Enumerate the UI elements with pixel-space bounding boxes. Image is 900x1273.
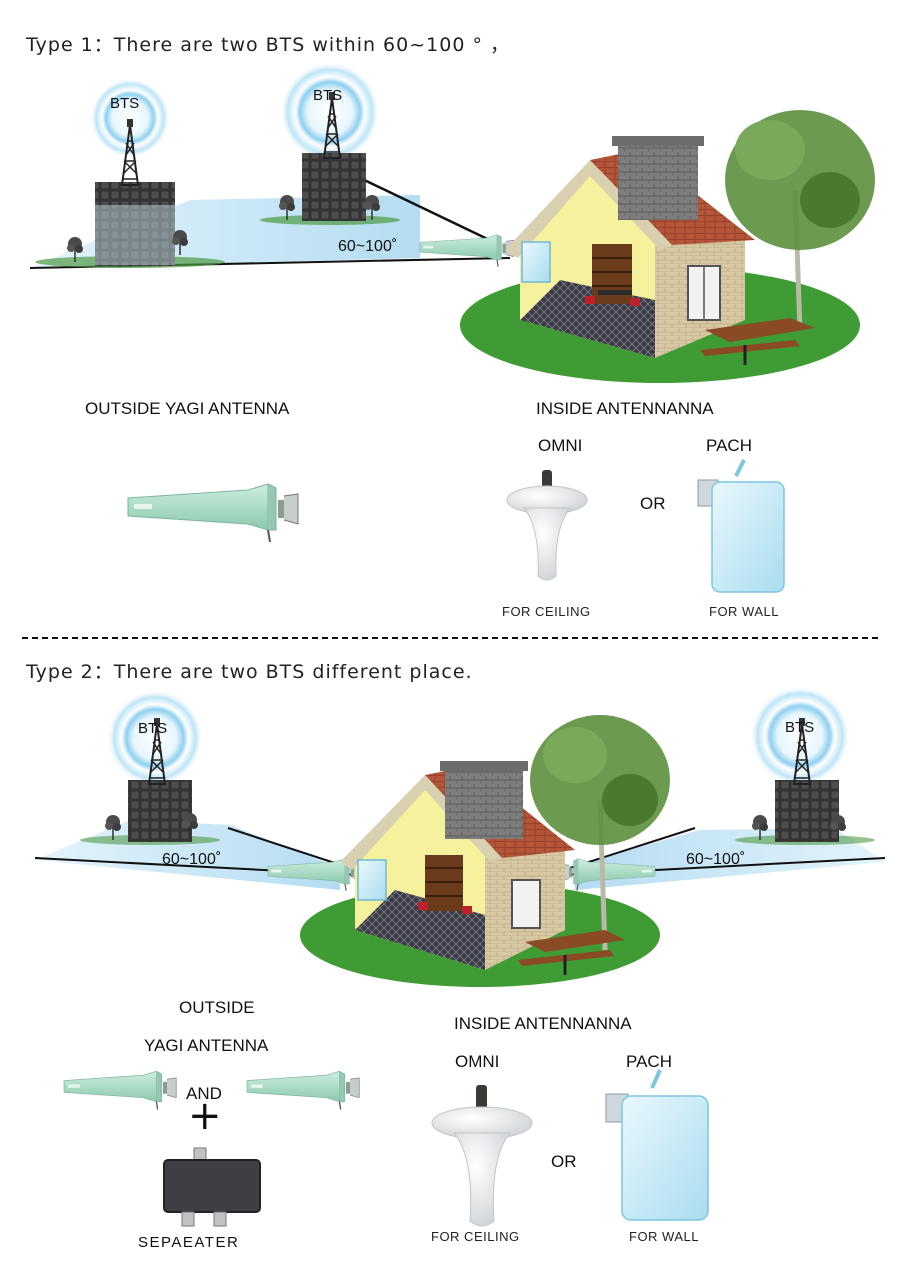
type2-yagi-antenna-left xyxy=(63,1070,177,1111)
type2-or-label: OR xyxy=(551,1152,577,1171)
house-illustration xyxy=(460,110,875,383)
type2-outside-label-line1: OUTSIDE xyxy=(179,998,255,1017)
type1-heading: Type 1：There are two BTS within 60~100 °… xyxy=(26,34,511,56)
separator-caption: SEPAEATER xyxy=(138,1234,240,1251)
plus-symbol: + xyxy=(188,1093,222,1139)
type2-wall-caption: FOR WALL xyxy=(629,1229,699,1244)
type1-patch-antenna xyxy=(697,459,785,593)
type1-or-label: OR xyxy=(640,494,666,513)
type2-omni-label: OMNI xyxy=(455,1052,500,1071)
type2-patch-antenna xyxy=(605,1069,709,1221)
type1-scene xyxy=(29,62,875,383)
type2-yagi-antenna-right xyxy=(246,1070,360,1111)
type1-wall-caption: FOR WALL xyxy=(709,604,779,619)
type2-omni-antenna xyxy=(431,1085,533,1227)
type1-ceiling-caption: FOR CEILING xyxy=(502,604,591,619)
type1-outside-label: OUTSIDE YAGI ANTENNA xyxy=(85,399,290,418)
type1-bts-label-left: BTS xyxy=(110,95,140,112)
section-divider xyxy=(22,637,878,639)
separator-device xyxy=(163,1147,261,1227)
type1-pach-label: PACH xyxy=(706,436,752,455)
house-illustration-2 xyxy=(300,715,670,987)
type1-bts-label-right: BTS xyxy=(313,87,343,104)
type2-pach-label: PACH xyxy=(626,1052,672,1071)
type1-yagi-antenna xyxy=(127,483,299,543)
type2-and-label: AND xyxy=(186,1084,222,1103)
type1-inside-label: INSIDE ANTENNANNA xyxy=(536,399,714,418)
type2-heading: Type 2：There are two BTS different place… xyxy=(26,661,473,683)
type2-bts-label-left: BTS xyxy=(138,720,168,737)
type2-outside-label-line2: YAGI ANTENNA xyxy=(144,1036,269,1055)
type1-omni-antenna xyxy=(506,470,588,581)
type2-angle-label-left: 60~100˚ xyxy=(162,851,222,868)
type1-angle-label: 60~100˚ xyxy=(338,238,398,255)
type2-scene xyxy=(34,686,886,987)
type2-ceiling-caption: FOR CEILING xyxy=(431,1229,520,1244)
type1-omni-label: OMNI xyxy=(538,436,583,455)
type2-inside-label: INSIDE ANTENNANNA xyxy=(454,1014,632,1033)
type2-angle-label-right: 60~100˚ xyxy=(686,851,746,868)
type2-bts-label-right: BTS xyxy=(785,719,815,736)
